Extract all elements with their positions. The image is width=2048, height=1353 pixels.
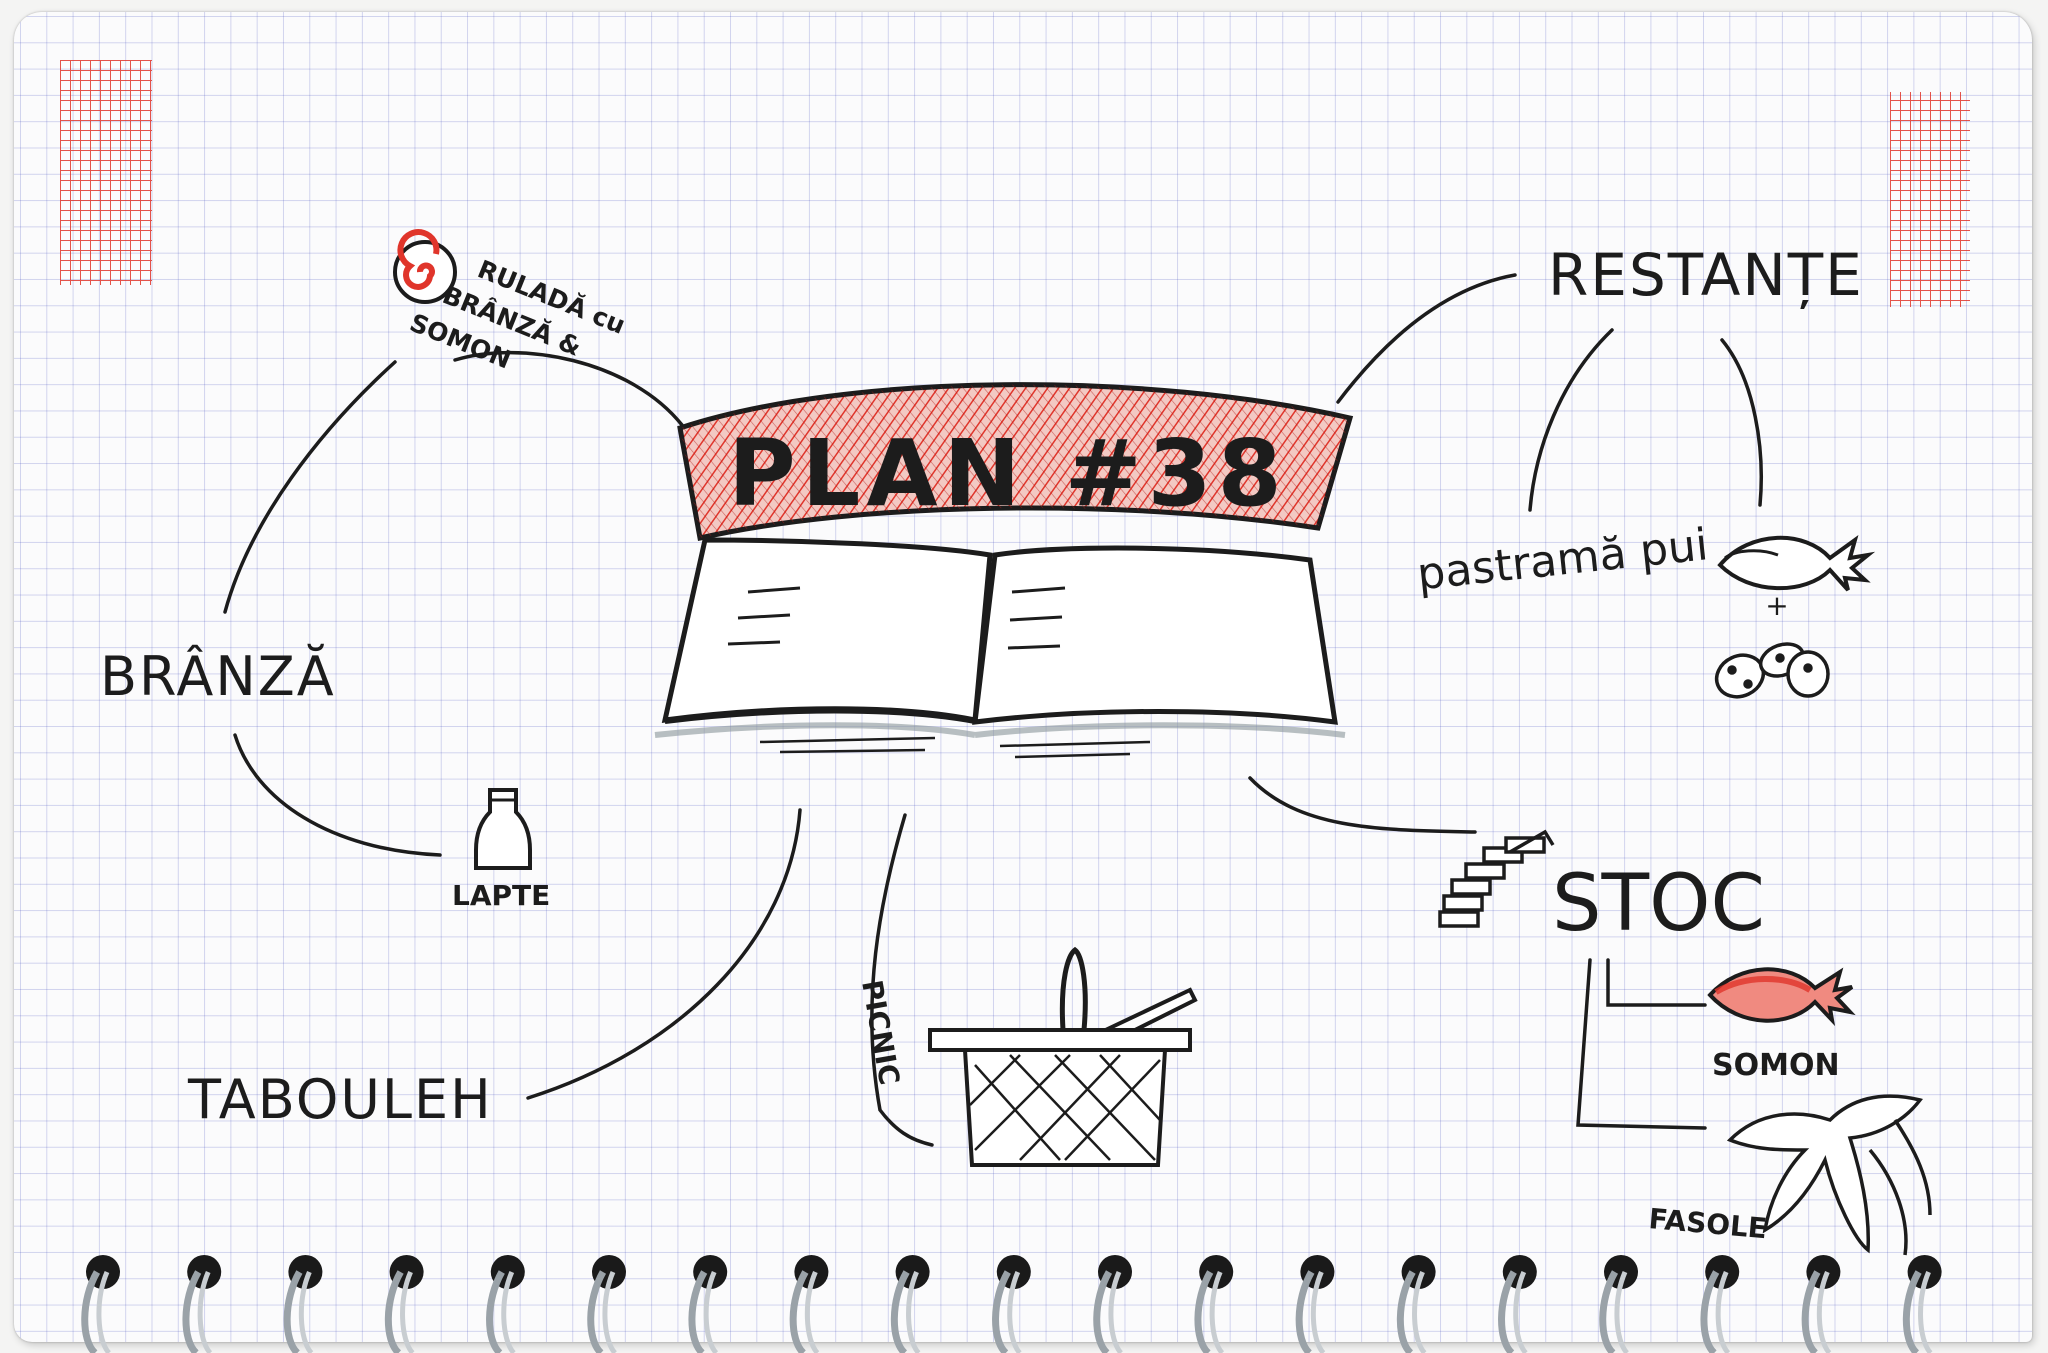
milk-bottle-icon <box>474 788 532 870</box>
corner-doodle-right <box>1890 92 1970 307</box>
spiral-ring <box>182 1255 222 1353</box>
edge-rulada <box>453 350 684 427</box>
restante-node: RESTANȚE pastramă pui + <box>1415 241 1876 699</box>
spiral-ring <box>81 1255 120 1353</box>
somon-label: SOMON <box>1712 1048 1840 1083</box>
picnic-node: PICNIC <box>855 946 1198 1167</box>
spiral-ring <box>890 1255 930 1353</box>
lapte-node: LAPTE <box>452 788 550 912</box>
spiral-ring <box>384 1255 424 1353</box>
spiral-ring <box>1295 1255 1335 1353</box>
spiral-ring <box>1194 1255 1234 1353</box>
picnic-basket-icon <box>928 946 1198 1167</box>
stoc-node: STOC <box>1438 829 1765 949</box>
fasole-node: FASOLE <box>1647 1094 1932 1256</box>
connectors <box>223 273 1763 1147</box>
rolled-roulade-icon <box>393 229 457 304</box>
spiral-ring <box>1599 1255 1638 1353</box>
spiral-ring <box>1498 1255 1537 1353</box>
edge-fish <box>1720 338 1763 507</box>
restante-label: RESTANȚE <box>1548 241 1864 309</box>
plus-sign: + <box>1765 589 1788 622</box>
edge-pastrama <box>1528 328 1614 512</box>
somon-node: SOMON <box>1707 967 1856 1083</box>
spiral-ring <box>587 1255 626 1353</box>
corner-doodle-left <box>60 60 152 285</box>
pastrama-node: pastramă pui <box>1415 519 1711 600</box>
spiral-ring <box>1902 1255 1942 1353</box>
edge-fasole <box>1576 958 1707 1130</box>
central-node: PLAN #38 <box>654 382 1354 759</box>
lapte-label: LAPTE <box>452 879 550 912</box>
spiral-ring <box>1396 1255 1436 1353</box>
open-book-icon <box>654 537 1346 759</box>
spiral-ring <box>688 1255 728 1353</box>
spiral-binding <box>81 1255 1942 1353</box>
spiral-ring <box>992 1255 1031 1353</box>
svg-text:pastramă pui: pastramă pui <box>1415 519 1711 600</box>
salmon-fish-icon <box>1707 967 1856 1027</box>
edge-stoc <box>1248 776 1477 834</box>
potatoes-icon <box>1714 642 1830 699</box>
fish-icon <box>1717 535 1876 592</box>
roulade-node: RULADĂ cu BRÂNZĂ & SOMON <box>393 229 630 375</box>
spiral-ring <box>1700 1255 1740 1353</box>
spiral-ring <box>789 1255 829 1353</box>
map-title: PLAN #38 <box>728 420 1287 527</box>
stairs-icon <box>1438 829 1555 928</box>
edge-branza <box>223 360 397 614</box>
branza-label: BRÂNZĂ <box>100 644 336 708</box>
picnic-label: PICNIC <box>855 977 906 1087</box>
tabouleh-label: TABOULEH <box>187 1068 493 1131</box>
pastrama-label: pastramă pui <box>1415 519 1711 600</box>
edge-somon <box>1606 958 1707 1007</box>
spiral-ring <box>1801 1255 1841 1353</box>
stoc-label: STOC <box>1552 859 1765 949</box>
spiral-ring <box>283 1255 323 1353</box>
edge-restante <box>1336 273 1517 404</box>
edge-tabouleh <box>526 808 802 1100</box>
edge-picnic <box>870 813 934 1147</box>
green-beans-icon <box>1726 1094 1932 1256</box>
spiral-ring <box>1093 1255 1132 1353</box>
spiral-ring <box>486 1255 525 1353</box>
edge-lapte <box>233 733 442 857</box>
fasole-label: FASOLE <box>1647 1202 1768 1245</box>
